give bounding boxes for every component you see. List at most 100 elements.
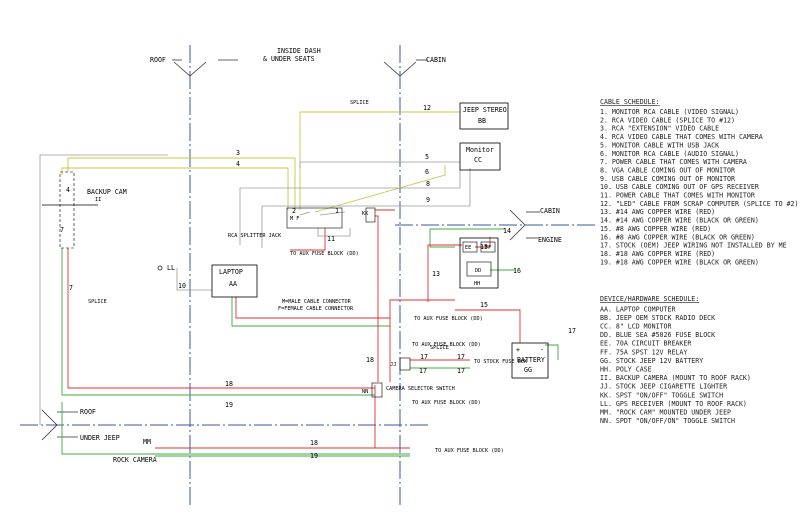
rock-camera: MM ROCK CAMERA — [113, 438, 157, 464]
cable-schedule-item: 15. #8 AWG COPPER WIRE (RED) — [600, 225, 711, 233]
wire-3 — [67, 157, 296, 210]
wire-num-17e: 17 — [457, 367, 465, 375]
to-aux-fuse-5: TO AUX FUSE BLOCK (DD) — [435, 448, 504, 454]
jeep-stereo-label: JEEP STEREO — [463, 106, 507, 114]
zone-engine-label: ENGINE — [538, 236, 562, 244]
wire-15 — [455, 309, 521, 343]
device-schedule-item: LL. GPS RECEIVER (MOUNT TO ROOF RACK) — [600, 400, 747, 408]
cable-schedule-item: 13. #14 AWG COPPER WIRE (RED) — [600, 208, 715, 216]
splice-label-top: SPLICE — [350, 100, 369, 106]
zone-roof-lower-label: ROOF — [80, 408, 96, 416]
cable-schedule-item: 2. RCA VIDEO CABLE (SPLICE TO #12) — [600, 116, 735, 124]
wire-num-11: 11 — [327, 235, 335, 243]
device-schedule-item: CC. 8" LCD MONITOR — [600, 323, 671, 331]
splice-label-left: SPLICE — [88, 299, 107, 305]
cabin-engine-arrow — [509, 209, 526, 241]
rca-splitter-label: RCA SPLITTER JACK — [228, 233, 282, 239]
device-schedule-item: MM. "ROCK CAM" MOUNTED UNDER JEEP — [600, 409, 731, 417]
backup-cam-id: II — [95, 197, 101, 203]
wire-19 — [61, 402, 410, 455]
cable-schedule-item: 3. RCA "EXTENSION" VIDEO CABLE — [600, 125, 719, 133]
wire-num-8: 8 — [426, 180, 430, 188]
rock-camera-label: ROCK CAMERA — [113, 456, 157, 464]
cable-schedule-item: 9. USB CABLE COMING OUT OF MONITOR — [600, 175, 735, 183]
rock-camera-id: MM — [143, 438, 151, 446]
wire-num-17b: 17 — [420, 353, 428, 361]
roof-underjeep-arrow — [41, 409, 58, 441]
device-schedule-item: HH. POLY CASE — [600, 366, 652, 374]
wire-num-12: 12 — [423, 104, 431, 112]
device-schedule-item: II. BACKUP CAMERA (MOUNT TO ROOF RACK) — [600, 374, 751, 382]
zone-cabin-right-label: CABIN — [540, 207, 560, 215]
to-aux-fuse-1: TO AUX FUSE BLOCK (DD) — [290, 251, 359, 257]
wire-num-18b: 18 — [225, 380, 233, 388]
device-schedule-item: EE. 70A CIRCUIT BREAKER — [600, 340, 691, 348]
wire-num-10: 10 — [178, 282, 186, 290]
wire-num-1: 1 — [335, 207, 339, 215]
device-schedule-item: NN. SPDT "ON/OFF/ON" TOGGLE SWITCH — [600, 417, 735, 425]
wire-7b — [67, 248, 375, 389]
wire-aa-red — [235, 297, 390, 319]
laptop-label: LAPTOP — [219, 268, 243, 276]
zone-under-jeep-label: UNDER JEEP — [80, 434, 120, 442]
wire-num-16: 16 — [513, 267, 521, 275]
battery-id: GG — [524, 366, 532, 374]
jeep-stereo-id: BB — [478, 117, 486, 125]
connector-label-1: M=MALE CABLE CONNECTOR — [282, 299, 352, 305]
wire-14 — [231, 297, 390, 327]
relay-ff-label: FF — [485, 245, 491, 251]
wire-7a — [61, 248, 375, 396]
device-schedule-item: KK. SPST "ON/OFF" TOGGLE SWITCH — [600, 391, 723, 399]
wire-14-engine — [429, 228, 505, 248]
wire-12 — [299, 111, 460, 210]
cable-schedule-item: 6. MONITOR RCA CABLE (AUDIO SIGNAL) — [600, 150, 739, 158]
wire-num-17: 17 — [568, 327, 576, 335]
wire-yellow-group — [61, 111, 460, 213]
laptop-id: AA — [229, 280, 237, 288]
cable-schedule-item: 10. USB CABLE COMING OUT OF GPS RECEIVER — [600, 183, 759, 191]
wire-red-group — [67, 209, 521, 449]
camera-switch-label: CAMERA SELECTOR SWITCH — [386, 386, 455, 392]
device-schedule-item: GG. STOCK JEEP 12V BATTERY — [600, 357, 703, 365]
battery-plus: + — [516, 346, 520, 354]
cable-schedule-item: 14. #14 AWG COPPER WIRE (BLACK OR GREEN) — [600, 217, 759, 225]
wire-18b — [389, 299, 455, 382]
monitor-box: Monitor CC — [459, 142, 501, 171]
wire-8 — [239, 168, 461, 245]
cable-schedule-item: 8. VGA CABLE COMING OUT OF MONITOR — [600, 166, 735, 174]
wire-numbers: 12 3 5 4 6 8 9 2 1 11 10 7 7 4 14 15 13 … — [60, 104, 576, 460]
wire-left-long — [39, 154, 168, 425]
cable-schedule-item: 11. POWER CABLE THAT COMES WITH MONITOR — [600, 192, 755, 200]
rca-splitter: RCA SPLITTER JACK — [228, 207, 343, 239]
wire-15-ff — [475, 237, 491, 248]
cable-schedule-item: 18. #18 AWG COPPER WIRE (RED) — [600, 250, 715, 258]
wire-num-5: 5 — [425, 153, 429, 161]
wire-4 — [61, 167, 289, 210]
wire-6 — [314, 165, 446, 213]
roof-arrow — [173, 61, 207, 77]
wire-num-13: 13 — [432, 270, 440, 278]
wire-18 — [374, 385, 410, 449]
cable-schedule: CABLE SCHEDULE:1. MONITOR RCA CABLE (VID… — [600, 98, 799, 266]
battery-label: BATTERY — [517, 356, 545, 364]
wire-green-group — [61, 228, 559, 455]
gps-label: LL — [167, 264, 175, 272]
breaker-ee-label: EE — [465, 245, 471, 251]
wire-num-18a: 18 — [366, 356, 374, 364]
wire-gray-group — [39, 154, 471, 425]
battery-box: + - BATTERY GG — [511, 342, 549, 379]
device-schedule-title: DEVICE/HARDWARE SCHEDULE: — [600, 295, 699, 303]
wire-1 — [319, 211, 346, 216]
switch-kk-label: KK — [362, 211, 369, 217]
jeep-stereo-box: JEEP STEREO BB — [459, 102, 509, 130]
monitor-id: CC — [474, 156, 482, 164]
wire-num-19a: 19 — [225, 401, 233, 409]
zone-arrows — [41, 59, 540, 441]
zone-roof-label: ROOF — [150, 56, 166, 64]
to-aux-fuse-3: TO AUX FUSE BLOCK (DD) — [412, 342, 481, 348]
to-aux-fuse-2: TO AUX FUSE BLOCK (DD) — [414, 316, 483, 322]
wire-num-7a: 7 — [60, 226, 64, 234]
wire-num-7b: 7 — [69, 284, 73, 292]
wire-num-19b: 19 — [310, 452, 318, 460]
